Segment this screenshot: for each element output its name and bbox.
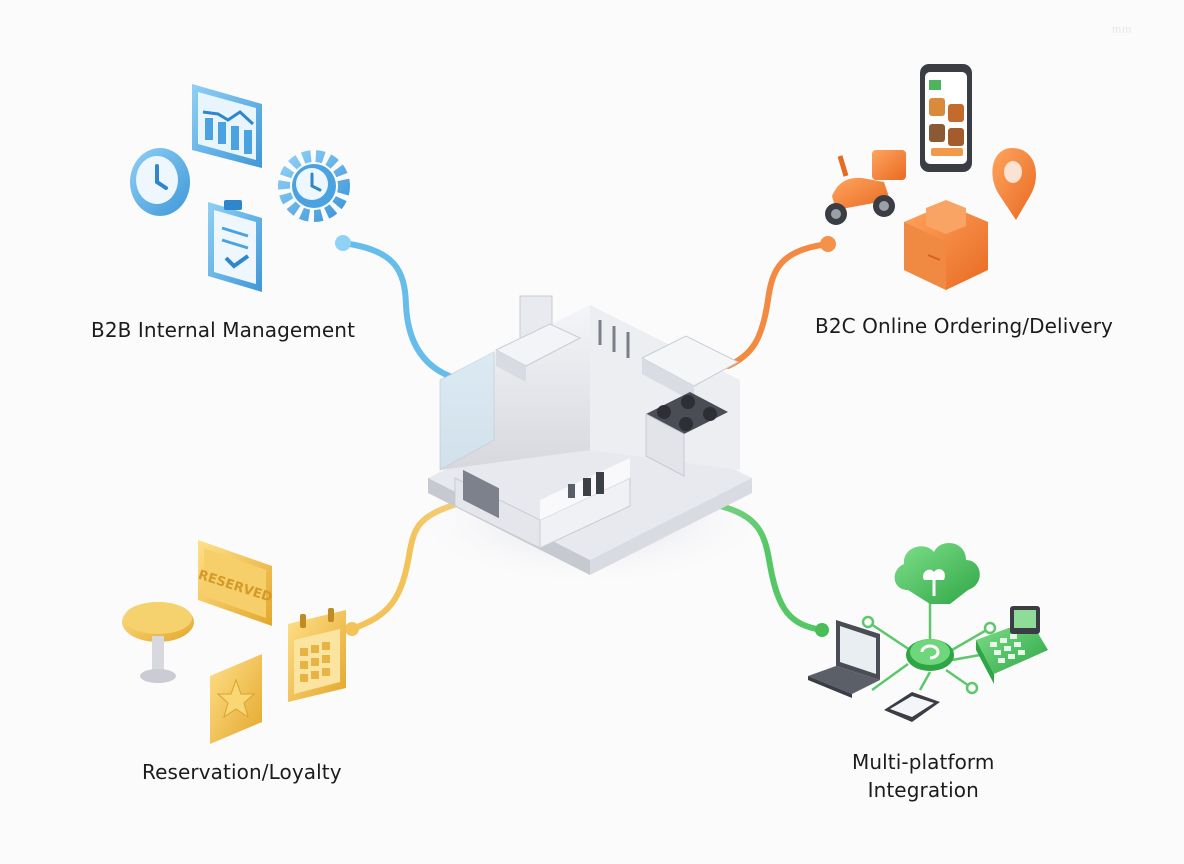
calendar-icon — [288, 608, 346, 702]
map-pin-icon — [992, 148, 1036, 220]
clipboard-check-icon — [208, 200, 262, 292]
label-b2b-internal-management: B2B Internal Management — [91, 318, 356, 342]
table-icon — [122, 602, 194, 683]
tablet-icon — [884, 692, 940, 722]
watermark: mm — [1112, 24, 1133, 36]
pos-terminal-icon — [976, 606, 1048, 684]
reserved-sign-icon: RESERVED — [196, 540, 274, 626]
loyalty-card-icon — [210, 654, 262, 744]
label-multi-line1: Multi-platform — [852, 750, 995, 774]
label-multi-platform-integration: Multi-platform Integration — [852, 748, 994, 804]
connector-b2b — [335, 235, 479, 391]
delivery-box-icon — [904, 200, 988, 290]
label-b2c-online-ordering: B2C Online Ordering/Delivery — [815, 314, 1113, 338]
label-reservation-loyalty: Reservation/Loyalty — [142, 760, 342, 784]
kitchen-hub-illustration — [400, 295, 780, 590]
smartphone-menu-icon — [920, 64, 972, 172]
sync-hub-icon — [906, 639, 954, 671]
laptop-icon — [808, 620, 880, 698]
connector-b2c — [725, 236, 836, 369]
scooter-icon — [825, 150, 906, 225]
chart-icon — [192, 84, 262, 168]
clock-icon — [130, 148, 190, 216]
cloud-icon — [894, 542, 980, 604]
label-multi-line2: Integration — [867, 778, 979, 802]
gear-clock-icon — [278, 150, 350, 222]
